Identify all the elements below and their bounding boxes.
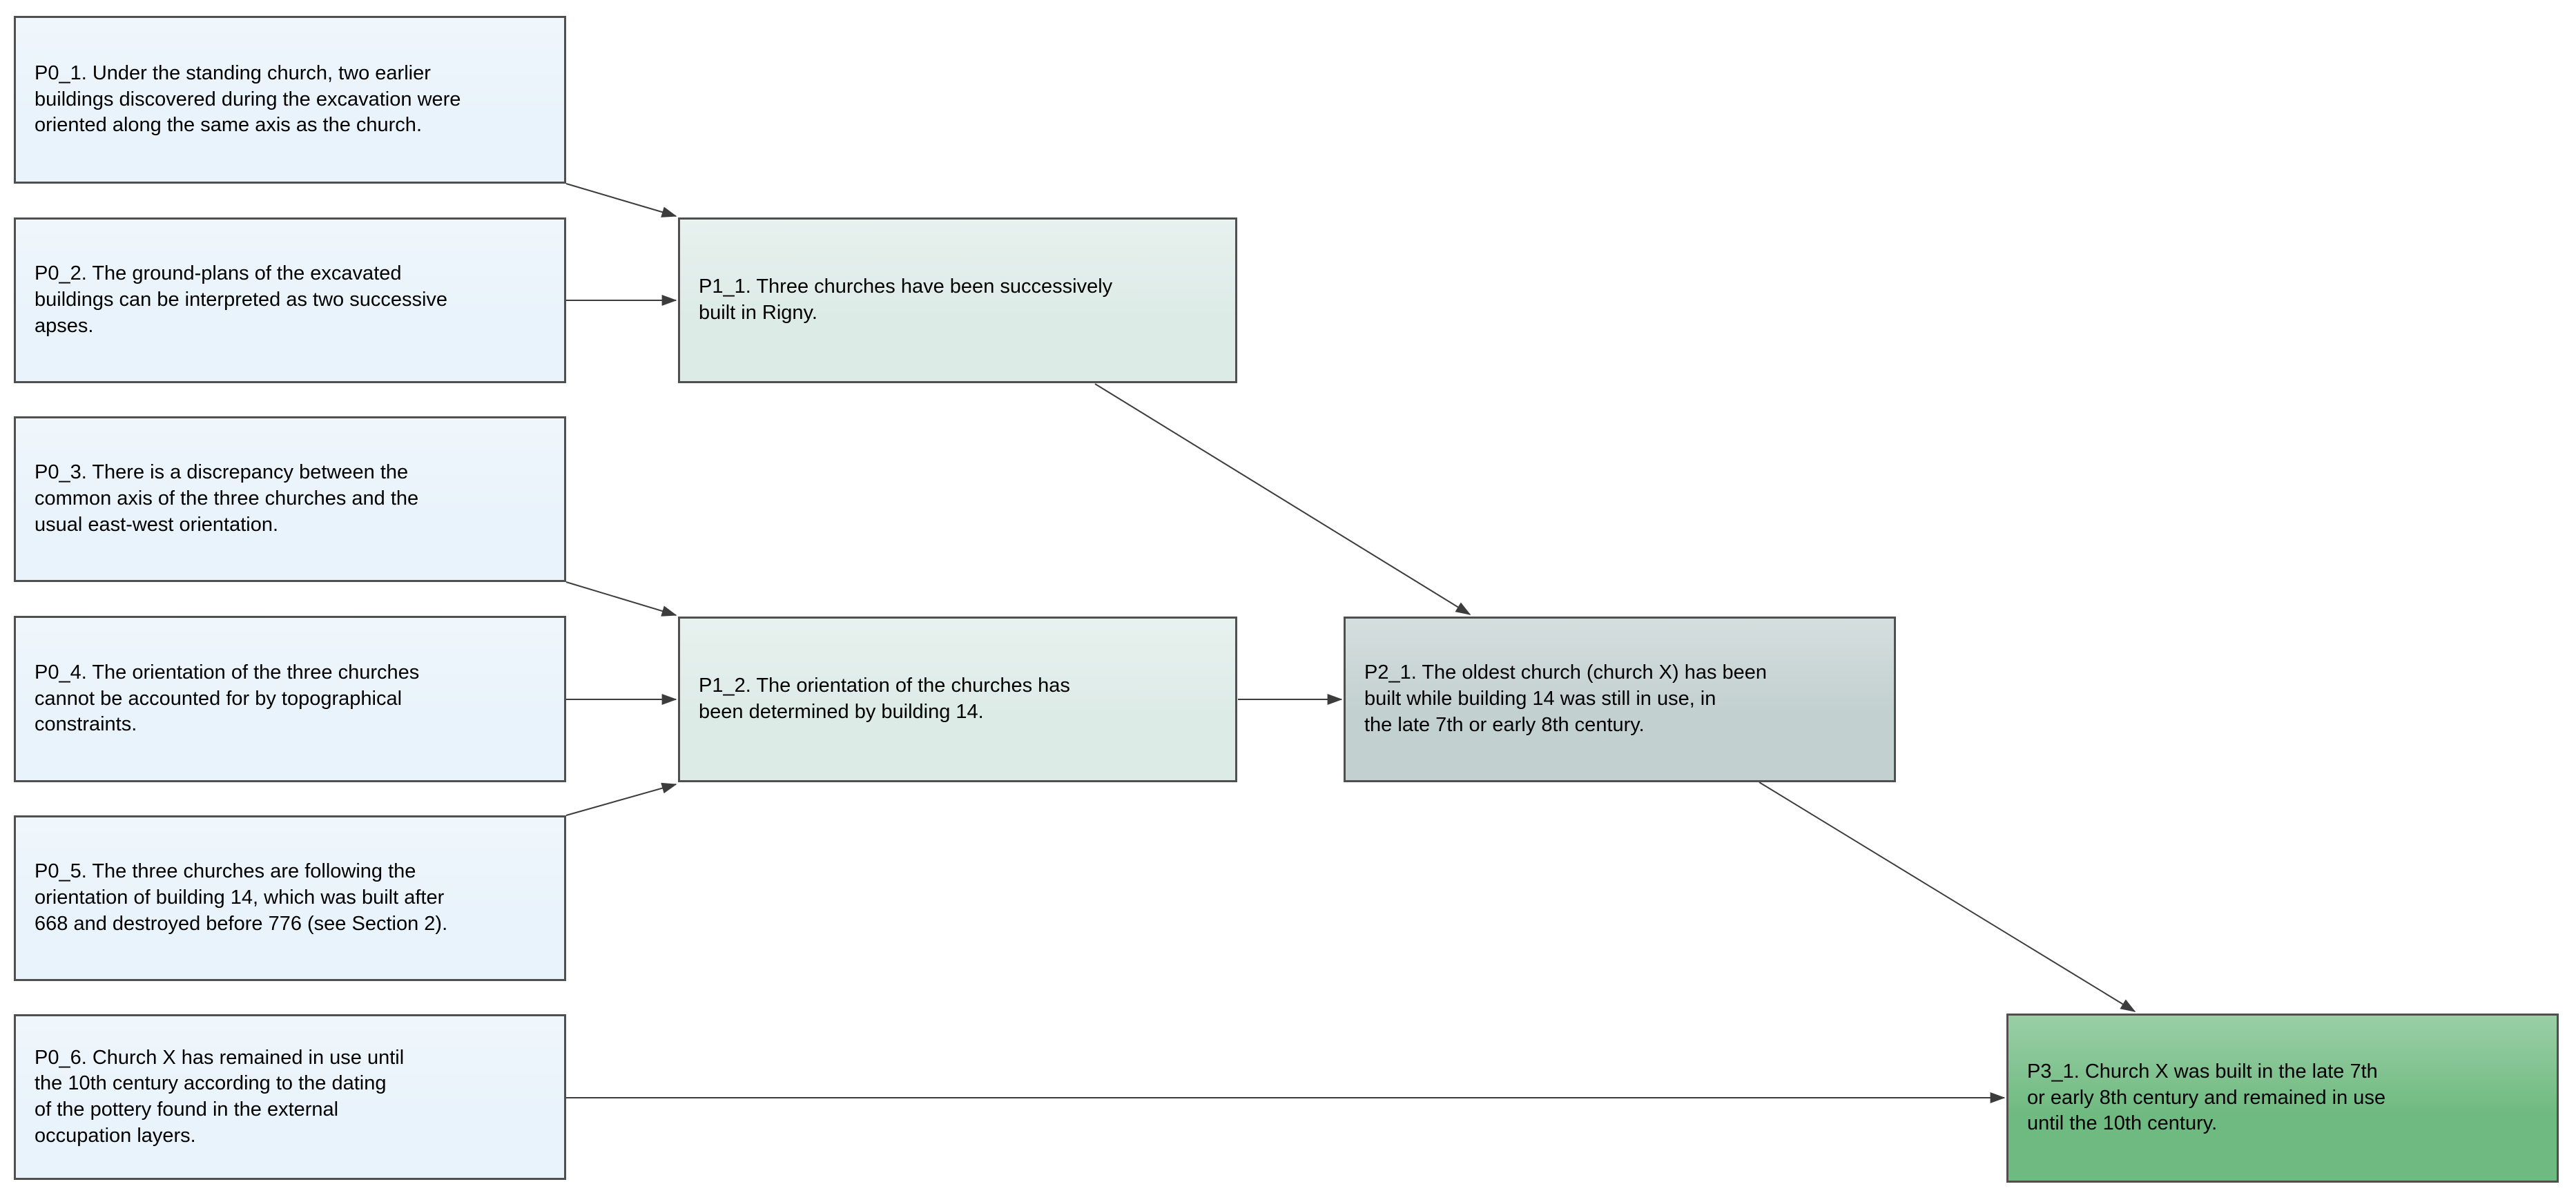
edge-P0_3-to-P1_2 (565, 581, 677, 617)
node-P1_1: P1_1. Three churches have been successiv… (678, 217, 1237, 383)
node-P0_6: P0_6. Church X has remained in use until… (14, 1014, 566, 1180)
node-P1_2: P1_2. The orientation of the churches ha… (678, 617, 1237, 782)
node-P1_2-label: P1_2. The orientation of the churches ha… (699, 675, 1070, 723)
node-P3_1: P3_1. Church X was built in the late 7th… (2006, 1014, 2559, 1183)
edge-P0_1-to-P1_1 (565, 183, 677, 217)
node-P0_6-label: P0_6. Church X has remained in use until… (35, 1046, 405, 1147)
node-P1_1-label: P1_1. Three churches have been successiv… (699, 275, 1113, 324)
edge-P1_1-to-P2_1 (1094, 383, 1471, 615)
node-P0_5-label: P0_5. The three churches are following t… (35, 860, 448, 935)
node-P0_3: P0_3. There is a discrepancy between the… (14, 416, 566, 582)
node-P0_3-label: P0_3. There is a discrepancy between the… (35, 461, 419, 536)
node-P0_2-label: P0_2. The ground-plans of the excavated … (35, 262, 448, 337)
edge-P2_1-to-P3_1 (1759, 782, 2136, 1012)
node-P2_1-label: P2_1. The oldest church (church X) has b… (1364, 661, 1768, 736)
node-P0_4-label: P0_4. The orientation of the three churc… (35, 661, 420, 736)
node-P0_1: P0_1. Under the standing church, two ear… (14, 16, 566, 184)
node-P3_1-label: P3_1. Church X was built in the late 7th… (2027, 1060, 2386, 1135)
node-P0_2: P0_2. The ground-plans of the excavated … (14, 217, 566, 383)
node-P2_1: P2_1. The oldest church (church X) has b… (1344, 617, 1896, 782)
node-P0_1-label: P0_1. Under the standing church, two ear… (35, 61, 461, 137)
node-P0_5: P0_5. The three churches are following t… (14, 815, 566, 981)
edge-P0_5-to-P1_2 (565, 782, 677, 816)
node-P0_4: P0_4. The orientation of the three churc… (14, 616, 566, 782)
